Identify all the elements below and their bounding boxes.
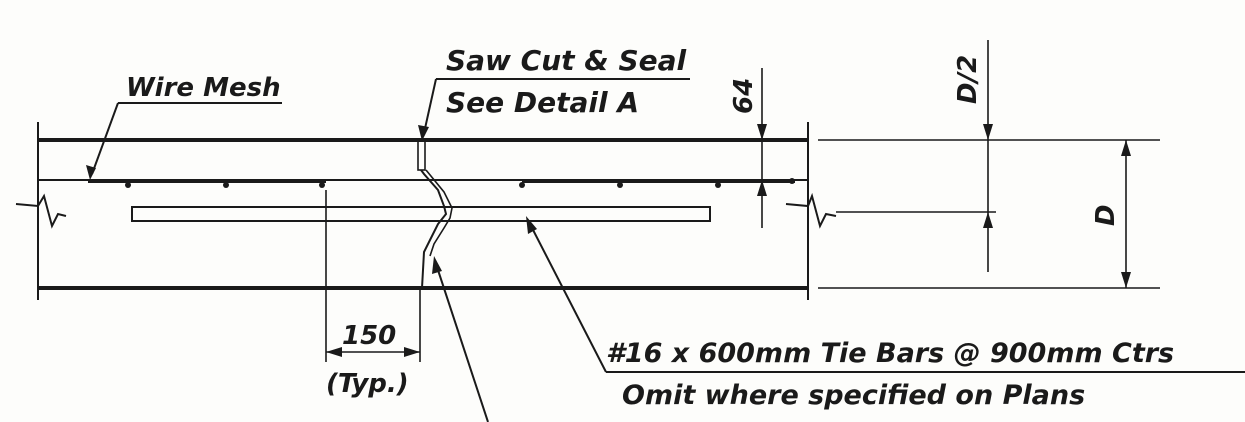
dim-64-label: 64: [729, 78, 759, 114]
wire-mesh-label: Wire Mesh: [126, 73, 281, 103]
joint-crack-line-right: [425, 169, 453, 257]
dim-150-label: 150: [342, 321, 396, 351]
dim-150-arrow-left: [326, 347, 342, 357]
dim-64-arrow-top: [757, 124, 767, 140]
joint-crack-line: [420, 169, 448, 289]
tie-bar: [131, 206, 711, 222]
dim-150-arrow-right: [404, 347, 420, 357]
dim-depth-label: D: [1091, 204, 1121, 226]
saw-cut: [417, 139, 426, 171]
dim-depth-arrow-top: [1121, 140, 1131, 156]
saw-cut-arrowhead: [418, 125, 429, 141]
wire-mesh-arrowhead: [86, 165, 96, 180]
tie-bar-arrowhead: [526, 216, 537, 234]
saw-cut-label-line2: See Detail A: [446, 86, 639, 119]
saw-cut-label-line1: Saw Cut & Seal: [446, 44, 687, 77]
right-break-symbol: [785, 192, 837, 229]
dim-half-depth-arrow-bottom: [983, 212, 993, 228]
wire-mesh-leader: [91, 102, 119, 175]
crack-leader: [435, 263, 489, 422]
dim-half-depth-arrow-top: [983, 124, 993, 140]
dim-half-depth-label: D/2: [953, 55, 983, 104]
saw-cut-leader: [423, 78, 437, 134]
crack-leader-arrowhead: [432, 256, 442, 274]
dim-typ-label: (Typ.): [326, 369, 409, 399]
dim-depth-arrow-bottom: [1121, 272, 1131, 288]
left-break-symbol: [15, 193, 67, 229]
tie-bars-label-line2: Omit where specified on Plans: [622, 380, 1085, 411]
tie-bar-leader: [529, 223, 607, 373]
tie-bars-label-line1: #16 x 600mm Tie Bars @ 900mm Ctrs: [606, 338, 1174, 369]
dim-64-arrow-bottom: [757, 180, 767, 196]
